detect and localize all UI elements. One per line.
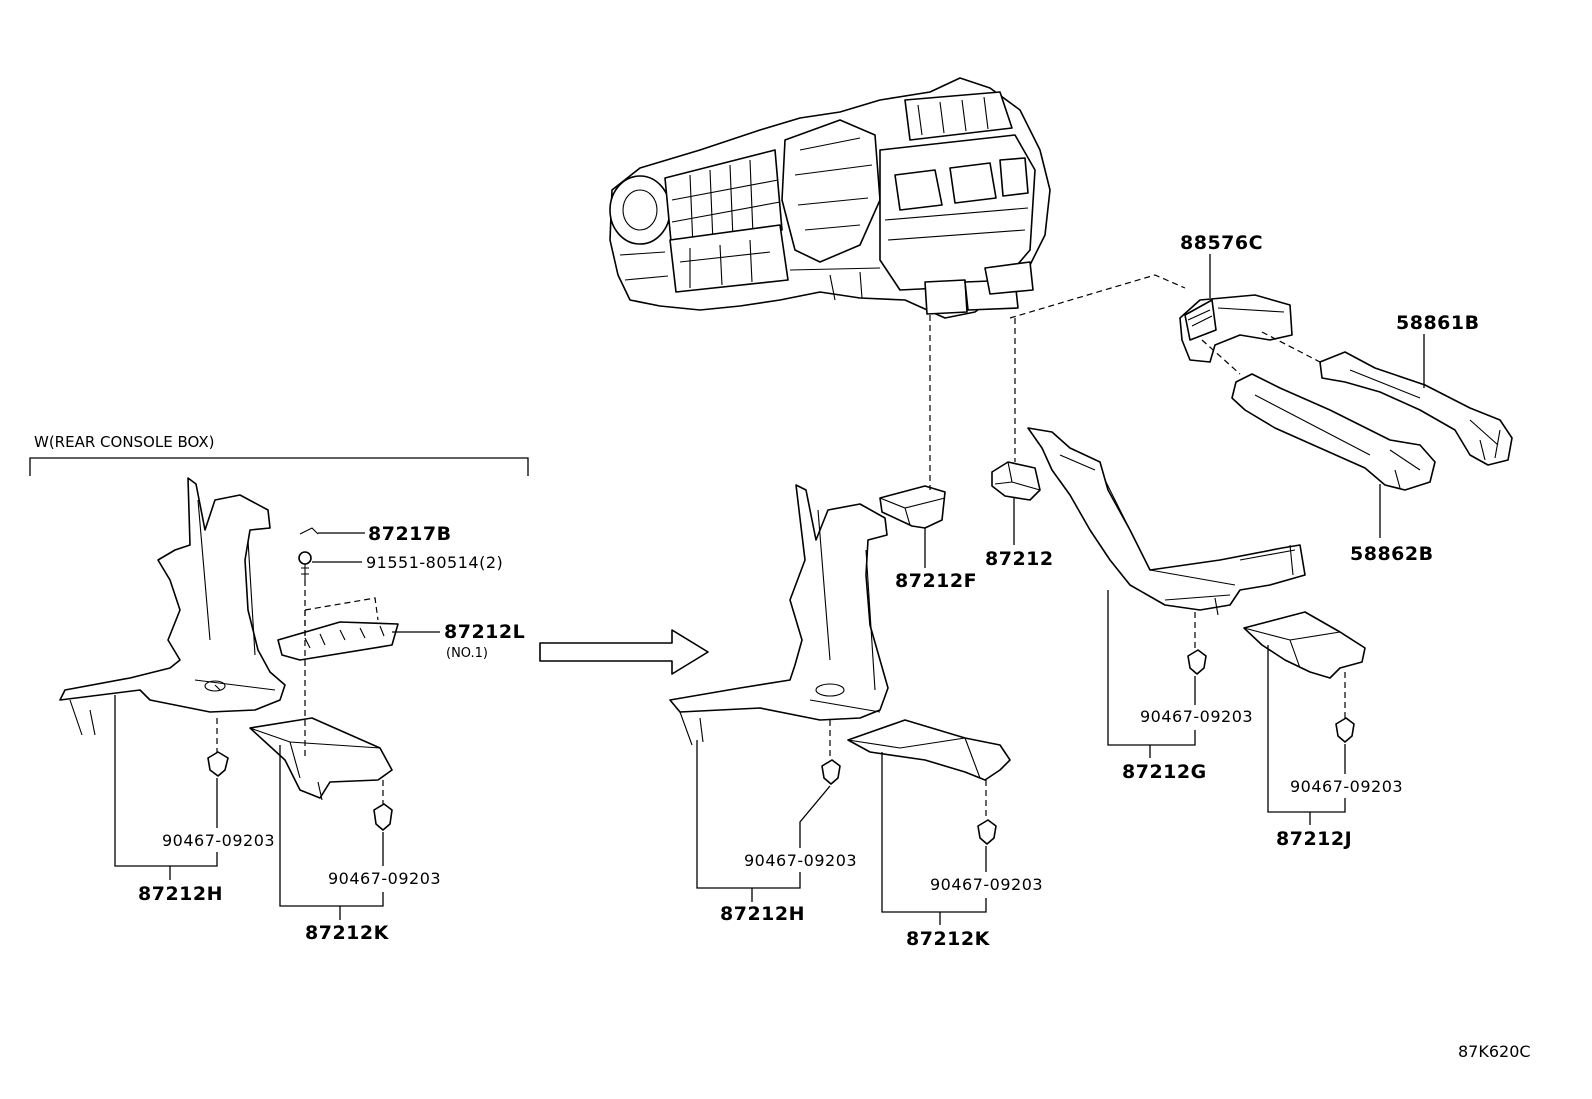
clip-fasteners — [207, 649, 1355, 845]
part-label-87212J[interactable]: 87212J — [1276, 828, 1352, 850]
duct-87212H-left — [59, 477, 286, 736]
part-label-87212G[interactable]: 87212G — [1122, 761, 1207, 783]
part-label-clip-right-2[interactable]: 90467-09203 — [1290, 777, 1403, 796]
part-label-87212H-left[interactable]: 87212H — [138, 883, 223, 905]
part-label-87217B[interactable]: 87217B — [368, 523, 452, 545]
leader-lines — [29, 254, 1425, 925]
part-label-91551[interactable]: 91551-80514(2) — [366, 553, 503, 572]
part-label-clip-left-2[interactable]: 90467-09203 — [328, 869, 441, 888]
group-label: W(REAR CONSOLE BOX) — [34, 433, 214, 451]
part-label-87212K-left[interactable]: 87212K — [305, 922, 390, 944]
duct-87212K-mid — [847, 719, 1011, 781]
part-label-58861B[interactable]: 58861B — [1396, 312, 1480, 334]
transition-arrow — [539, 629, 709, 675]
part-label-clip-mid-1[interactable]: 90467-09203 — [744, 851, 857, 870]
part-label-clip-right-1[interactable]: 90467-09203 — [1140, 707, 1253, 726]
hvac-unit-assembly — [609, 77, 1051, 319]
part-label-87212H-mid[interactable]: 87212H — [720, 903, 805, 925]
duct-87212L — [277, 597, 399, 661]
part-label-clip-mid-2[interactable]: 90467-09203 — [930, 875, 1043, 894]
part-label-87212[interactable]: 87212 — [985, 548, 1054, 570]
duct-87212H-mid — [669, 484, 889, 746]
figure-code: 87K620C — [1458, 1042, 1531, 1061]
part-note-87212L: (NO.1) — [446, 646, 488, 661]
clip-87217B — [299, 527, 319, 535]
part-label-88576C[interactable]: 88576C — [1180, 232, 1263, 254]
part-label-58862B[interactable]: 58862B — [1350, 543, 1434, 565]
duct-58861B — [1319, 351, 1513, 466]
duct-87212J — [1243, 611, 1366, 679]
assembly-lines — [216, 274, 1346, 820]
part-label-87212F[interactable]: 87212F — [895, 570, 977, 592]
duct-88576C — [1179, 294, 1293, 363]
duct-87212K-left — [249, 717, 393, 801]
part-label-clip-left-1[interactable]: 90467-09203 — [162, 831, 275, 850]
duct-87212G — [1027, 427, 1306, 616]
duct-87212F — [879, 485, 946, 529]
duct-87212 — [991, 461, 1041, 501]
part-label-87212K-mid[interactable]: 87212K — [906, 928, 991, 950]
part-label-87212L[interactable]: 87212L — [444, 621, 525, 643]
screw-91551 — [298, 551, 312, 580]
duct-58862B — [1231, 373, 1436, 491]
